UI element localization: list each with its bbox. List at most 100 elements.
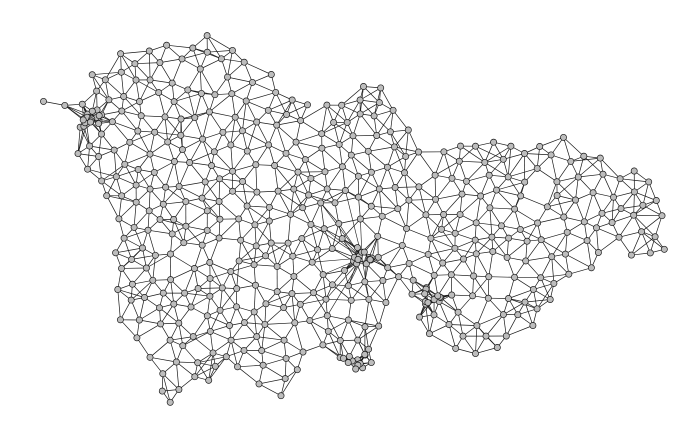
graph-edge (325, 298, 352, 301)
graph-edge (338, 223, 363, 259)
graph-edge (390, 131, 406, 157)
graph-node (116, 316, 124, 324)
graph-edge (238, 245, 257, 262)
graph-edge (338, 144, 343, 167)
graph-node (343, 118, 351, 126)
graph-node (499, 155, 507, 163)
graph-node (162, 183, 170, 191)
graph-edge (255, 285, 267, 304)
graph-node (253, 118, 261, 126)
graph-edge (368, 236, 379, 258)
graph-node (243, 147, 251, 155)
graph-node (235, 215, 243, 223)
graph-node (594, 249, 602, 256)
graph-edge (159, 58, 183, 63)
graph-edge (441, 214, 461, 230)
graph-node (375, 99, 383, 107)
graph-node (145, 47, 153, 55)
graph-edge (309, 320, 324, 346)
graph-edge (326, 166, 343, 190)
graph-edge (387, 146, 395, 168)
graph-node (378, 212, 386, 220)
graph-edge (387, 263, 410, 269)
graph-node (534, 219, 542, 227)
graph-edge (360, 102, 380, 115)
graph-edge (132, 279, 153, 285)
graph-edge (139, 92, 159, 102)
graph-edge (620, 178, 649, 183)
graph-node (235, 257, 243, 265)
graph-edge (291, 292, 314, 294)
graph-edge (341, 238, 355, 258)
graph-edge (577, 156, 585, 178)
graph-edge (275, 92, 287, 115)
graph-node (182, 198, 190, 206)
graph-edge (600, 157, 621, 179)
graph-edge (184, 292, 210, 297)
graph-node (283, 111, 291, 118)
graph-node (305, 191, 313, 199)
graph-node (287, 210, 295, 218)
graph-edge (116, 176, 137, 186)
graph-node (615, 233, 623, 241)
graph-node (216, 175, 224, 183)
graph-node (211, 362, 219, 370)
graph-edge (472, 276, 490, 297)
graph-edge (641, 231, 665, 250)
graph-edge (602, 174, 614, 198)
graph-edge (185, 201, 208, 212)
graph-edge (165, 161, 175, 188)
graph-edge (334, 202, 340, 224)
graph-edge (525, 256, 552, 262)
graph-node (206, 259, 214, 266)
graph-node (74, 150, 82, 158)
graph-edge (536, 146, 541, 169)
graph-node (548, 253, 556, 261)
graph-node (593, 224, 600, 232)
graph-edge (360, 215, 383, 220)
graph-edge (230, 264, 255, 272)
graph-edge (207, 315, 230, 326)
graph-edge (406, 214, 427, 229)
graph-node (318, 144, 326, 152)
graph-edge (185, 210, 208, 227)
graph-node (485, 273, 493, 281)
graph-edge (286, 104, 308, 115)
graph-edge (184, 268, 195, 294)
graph-edge (209, 310, 221, 332)
graph-node (533, 164, 541, 172)
graph-node (354, 336, 362, 344)
graph-edge (294, 322, 304, 353)
graph-node (189, 44, 197, 52)
graph-node (561, 250, 569, 258)
graph-node (117, 68, 125, 76)
graph-edge (246, 92, 276, 102)
graph-node (308, 258, 316, 266)
graph-edge (141, 115, 166, 118)
graph-edge (458, 161, 467, 182)
graph-edge (567, 231, 588, 241)
graph-edge (170, 253, 195, 269)
graph-edge (64, 105, 84, 121)
graph-edge (86, 124, 90, 147)
graph-edge (180, 117, 196, 136)
graph-edge (305, 159, 326, 172)
graph-node (280, 336, 288, 344)
graph-node (288, 290, 296, 298)
graph-node (252, 281, 259, 289)
graph-node (273, 262, 281, 270)
graph-edge (425, 214, 442, 230)
graph-edge (377, 235, 403, 246)
graph-edge (368, 151, 388, 168)
graph-edge (166, 44, 193, 49)
graph-edge (408, 199, 427, 216)
graph-node (415, 183, 423, 191)
graph-edge (501, 208, 515, 227)
graph-edge (190, 295, 211, 308)
graph-node (190, 265, 198, 272)
graph-edge (346, 99, 361, 123)
graph-node (229, 167, 237, 175)
graph-node (128, 255, 136, 263)
graph-node (181, 289, 189, 297)
graph-edge (507, 176, 521, 197)
